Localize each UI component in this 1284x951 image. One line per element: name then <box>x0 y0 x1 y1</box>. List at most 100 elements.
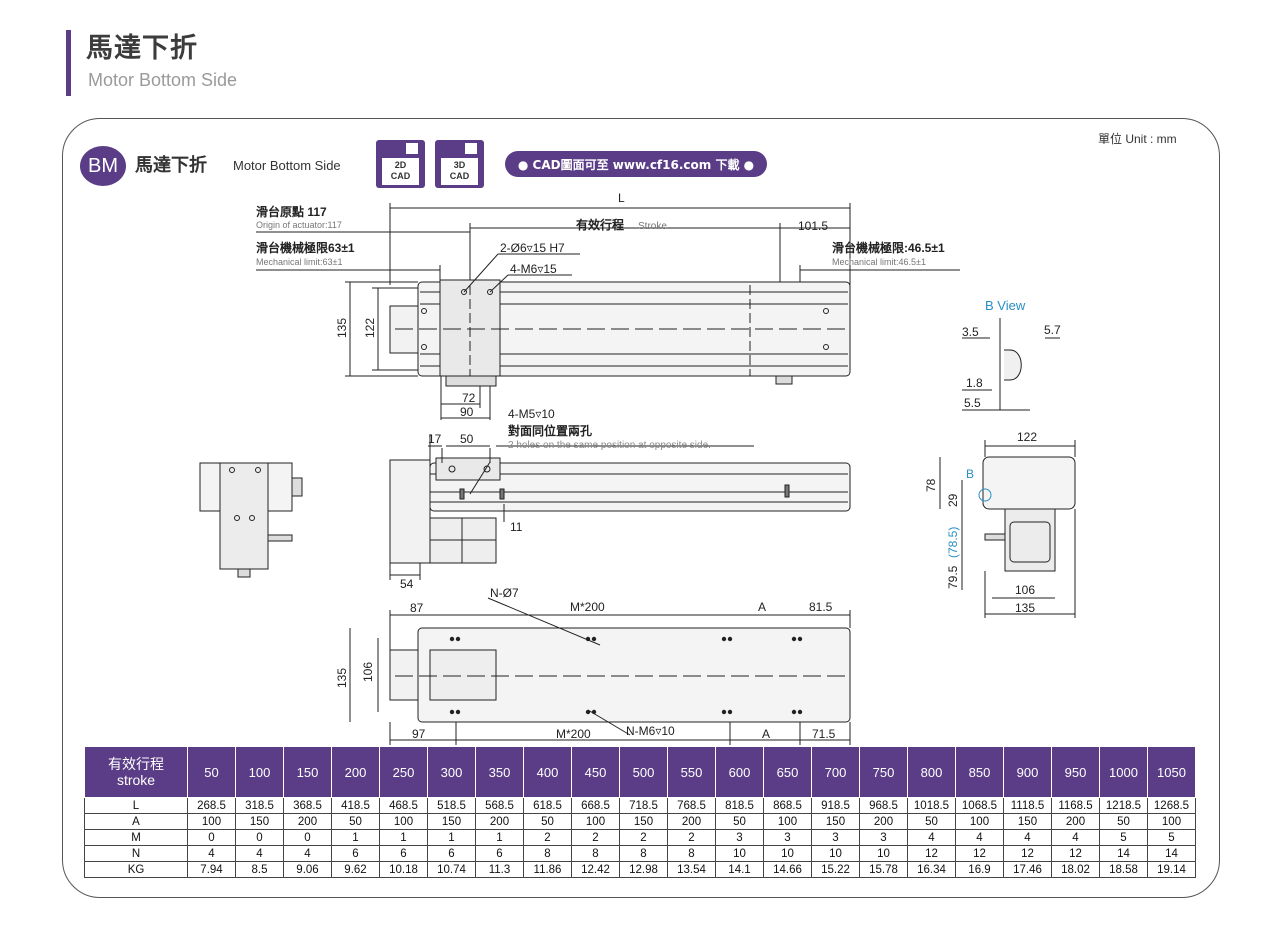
spec-cell: 8 <box>619 845 668 862</box>
bottom-hole-m6: N-M6▿10 <box>626 724 675 738</box>
drawing-panel <box>62 118 1220 898</box>
stroke-label-zh: 有效行程 <box>576 217 624 232</box>
floppy-icon <box>465 143 477 154</box>
bview-dim-3-5: 3.5 <box>962 325 979 339</box>
spec-cell: 2 <box>667 829 716 846</box>
spec-cell: 1018.5 <box>907 797 956 814</box>
bview-dim-5-5: 5.5 <box>964 396 981 410</box>
spec-cell: 18.02 <box>1051 861 1100 878</box>
dim-135-top: 135 <box>335 318 349 338</box>
spec-cell: 100 <box>187 813 236 830</box>
spec-cell: 10 <box>763 845 812 862</box>
spec-cell: 14.66 <box>763 861 812 878</box>
spec-cell: 12 <box>1003 845 1052 862</box>
cad-download-link[interactable]: ● CAD圖面可至 www.cf16.com 下載 ● <box>505 151 767 177</box>
spec-cell: 268.5 <box>187 797 236 814</box>
dim-72: 72 <box>462 391 476 405</box>
bottom-dim-71-5: 71.5 <box>812 727 836 741</box>
stroke-col-header: 150 <box>283 746 332 798</box>
spec-cell: 100 <box>379 813 428 830</box>
spec-cell: 468.5 <box>379 797 428 814</box>
stroke-col-header: 200 <box>331 746 380 798</box>
spec-cell: 11.86 <box>523 861 572 878</box>
b-view <box>962 318 1060 411</box>
cad-3d-button[interactable]: 3D CAD <box>435 140 484 188</box>
stroke-label-en: Stroke <box>638 221 667 232</box>
spec-cell: 568.5 <box>475 797 524 814</box>
stroke-col-header: 400 <box>523 746 572 798</box>
spec-cell: 200 <box>283 813 332 830</box>
dim-101-5: 101.5 <box>798 219 828 233</box>
spec-cell: 9.06 <box>283 861 332 878</box>
spec-cell: 15.78 <box>859 861 908 878</box>
spec-cell: 18.58 <box>1099 861 1148 878</box>
bottom-dim-87: 87 <box>410 601 424 615</box>
stroke-col-header: 100 <box>235 746 284 798</box>
spec-cell: 150 <box>619 813 668 830</box>
spec-cell: 4 <box>955 829 1004 846</box>
end-dim-122: 122 <box>1017 430 1037 444</box>
spec-cell: 368.5 <box>283 797 332 814</box>
bottom-dim-m200-bot: M*200 <box>556 727 591 741</box>
spec-cell: 150 <box>235 813 284 830</box>
bottom-dim-106: 106 <box>361 662 375 682</box>
spec-cell: 19.14 <box>1147 861 1196 878</box>
cad-2d-button[interactable]: 2D CAD <box>376 140 425 188</box>
spec-cell: 2 <box>571 829 620 846</box>
spec-row-label: KG <box>84 861 188 878</box>
stroke-col-header: 650 <box>763 746 812 798</box>
dim-122-top: 122 <box>363 318 377 338</box>
spec-cell: 1168.5 <box>1051 797 1100 814</box>
cad-3d-line1: 3D <box>453 160 466 170</box>
spec-cell: 9.62 <box>331 861 380 878</box>
spec-cell: 12 <box>955 845 1004 862</box>
spec-cell: 4 <box>235 845 284 862</box>
spec-cell: 12.98 <box>619 861 668 878</box>
stroke-col-header: 1000 <box>1099 746 1148 798</box>
spec-cell: 17.46 <box>1003 861 1052 878</box>
stroke-col-header: 900 <box>1003 746 1052 798</box>
bottom-view <box>349 597 851 745</box>
spec-cell: 3 <box>859 829 908 846</box>
spec-cell: 10 <box>811 845 860 862</box>
spec-cell: 50 <box>715 813 764 830</box>
spec-cell: 0 <box>235 829 284 846</box>
bview-dim-1-8: 1.8 <box>966 376 983 390</box>
spec-cell: 518.5 <box>427 797 476 814</box>
spec-cell: 868.5 <box>763 797 812 814</box>
cad-3d-line2: CAD <box>449 171 470 181</box>
spec-cell: 968.5 <box>859 797 908 814</box>
spec-cell: 4 <box>907 829 956 846</box>
page-title: 馬達下折 <box>86 33 198 64</box>
spec-cell: 6 <box>379 845 428 862</box>
hole-spec-2: 4-M6▿15 <box>510 262 557 276</box>
spec-cell: 200 <box>475 813 524 830</box>
spec-cell: 6 <box>475 845 524 862</box>
left-end-view <box>199 462 303 578</box>
spec-cell: 8 <box>523 845 572 862</box>
end-b-marker: B <box>966 467 974 481</box>
spec-cell: 1118.5 <box>1003 797 1052 814</box>
dim-54: 54 <box>400 577 414 591</box>
end-dim-79-5: 79.5 <box>946 565 960 589</box>
b-view-title: B View <box>985 298 1026 313</box>
stroke-header-en: stroke <box>116 772 156 788</box>
spec-cell: 768.5 <box>667 797 716 814</box>
dim-L: L <box>618 191 625 205</box>
spec-cell: 6 <box>331 845 380 862</box>
spec-cell: 200 <box>1051 813 1100 830</box>
unit-label: 單位 Unit : mm <box>1098 132 1177 146</box>
end-dim-78-5: (78.5) <box>946 527 960 558</box>
mech-limit-right-zh: 滑台機械極限:46.5±1 <box>832 240 945 255</box>
dim-50: 50 <box>460 432 474 446</box>
floppy-icon <box>406 143 418 154</box>
spec-cell: 150 <box>1003 813 1052 830</box>
spec-cell: 6 <box>427 845 476 862</box>
spec-cell: 3 <box>811 829 860 846</box>
spec-cell: 10 <box>859 845 908 862</box>
spec-cell: 1068.5 <box>955 797 1004 814</box>
spec-row-label: L <box>84 797 188 814</box>
